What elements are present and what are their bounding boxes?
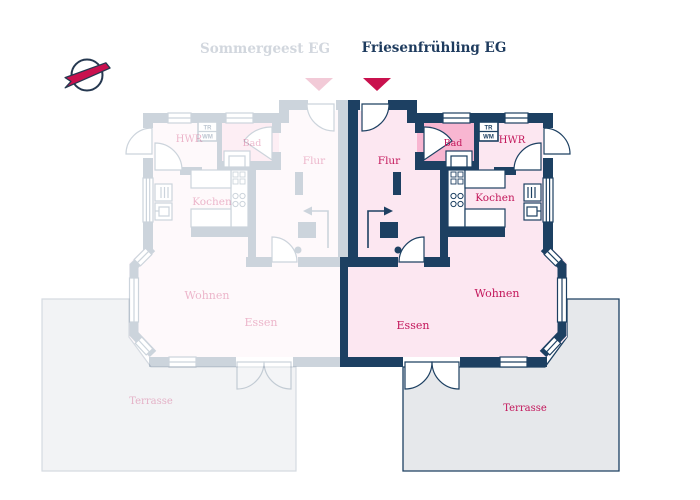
label-wm: WM [483,135,494,141]
label-essen: Essen [397,319,430,332]
label-terrasse: Terrasse [503,403,547,414]
tab-sommergeest[interactable]: Sommergeest EG [200,41,330,57]
unit-friesenfruehling-labels: Flur Bad HWR TR WM Kochen Wohnen Essen T… [378,126,547,415]
label-hwr: HWR [499,135,526,146]
unit-friesenfruehling-plan [340,78,570,389]
label-wohnen: Wohnen [475,287,520,300]
tab-friesenfruehling[interactable]: Friesenfrühling EG [362,40,507,56]
terrace-sommergeest [41,298,297,472]
label-bad-left: Bad [243,138,262,149]
unit-sommergeest-labels: Flur Bad HWR TR WM Kochen Wohnen Essen T… [129,126,326,408]
label-tr-left: TR [204,126,213,132]
label-flur-left: Flur [303,155,326,167]
label-wohnen-left: Wohnen [185,289,230,302]
label-bad: Bad [444,138,463,149]
label-hwr-left: HWR [176,134,203,145]
label-kochen-left: Kochen [192,196,232,208]
label-flur: Flur [378,155,401,167]
unit-sommergeest-plan [126,78,356,389]
label-tr: TR [485,126,494,132]
label-kochen: Kochen [475,192,515,204]
label-essen-left: Essen [245,316,278,329]
label-terrasse-left: Terrasse [129,396,173,407]
terrace-friesenfruehling [402,298,620,472]
label-wm-left: WM [202,135,213,141]
compass-icon [64,58,111,92]
